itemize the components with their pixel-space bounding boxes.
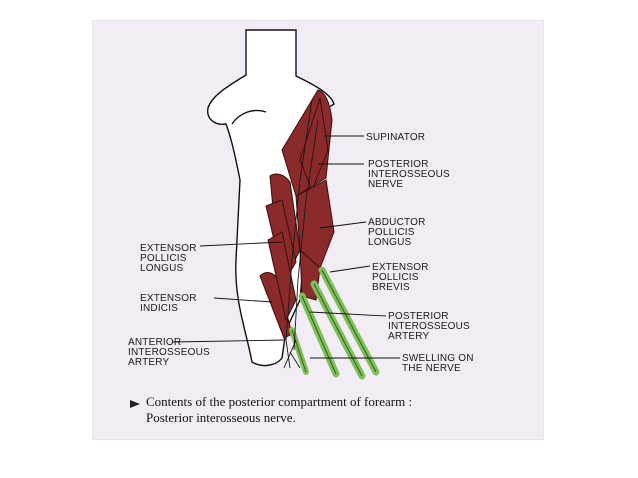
label-supinator: SUPINATOR (366, 132, 425, 143)
label-epb-1: EXTENSOR (372, 262, 429, 273)
label-swelling-2: THE NERVE (402, 363, 461, 374)
label-epl-3: LONGUS (140, 263, 184, 274)
label-pin-2: INTEROSSEOUS (368, 169, 450, 180)
label-swelling-1: SWELLING ON (402, 353, 474, 364)
figure-caption: Contents of the posterior compartment of… (146, 394, 412, 426)
bone-outline (207, 29, 335, 367)
caption-line-2: Posterior interosseous nerve. (146, 410, 296, 425)
label-pin-1: POSTERIOR (368, 159, 429, 170)
label-aia-3: ARTERY (128, 357, 170, 368)
labels: SUPINATOR POSTERIOR INTEROSSEOUS NERVE A… (128, 132, 474, 374)
label-epl-2: POLLICIS (140, 253, 187, 264)
label-aia-2: INTEROSSEOUS (128, 347, 210, 358)
label-pia-2: INTEROSSEOUS (388, 321, 470, 332)
label-pin-3: NERVE (368, 179, 403, 190)
label-abductor-3: LONGUS (368, 237, 412, 248)
label-ei-2: INDICIS (140, 303, 178, 314)
nerve-lines (283, 99, 319, 369)
label-pia-1: POSTERIOR (388, 311, 449, 322)
ei-muscle (259, 272, 293, 339)
label-abductor-1: ABDUCTOR (368, 217, 426, 228)
caption-bullet-icon (130, 400, 140, 408)
label-epl-1: EXTENSOR (140, 243, 197, 254)
label-ei-1: EXTENSOR (140, 293, 197, 304)
label-pia-3: ARTERY (388, 331, 430, 342)
leader-lines (171, 135, 400, 359)
label-epb-3: BREVIS (372, 282, 410, 293)
label-abductor-2: POLLICIS (368, 227, 415, 238)
label-epb-2: POLLICIS (372, 272, 419, 283)
caption-line-1: Contents of the posterior compartment of… (146, 394, 413, 409)
label-aia-1: ANTERIOR (128, 337, 181, 348)
